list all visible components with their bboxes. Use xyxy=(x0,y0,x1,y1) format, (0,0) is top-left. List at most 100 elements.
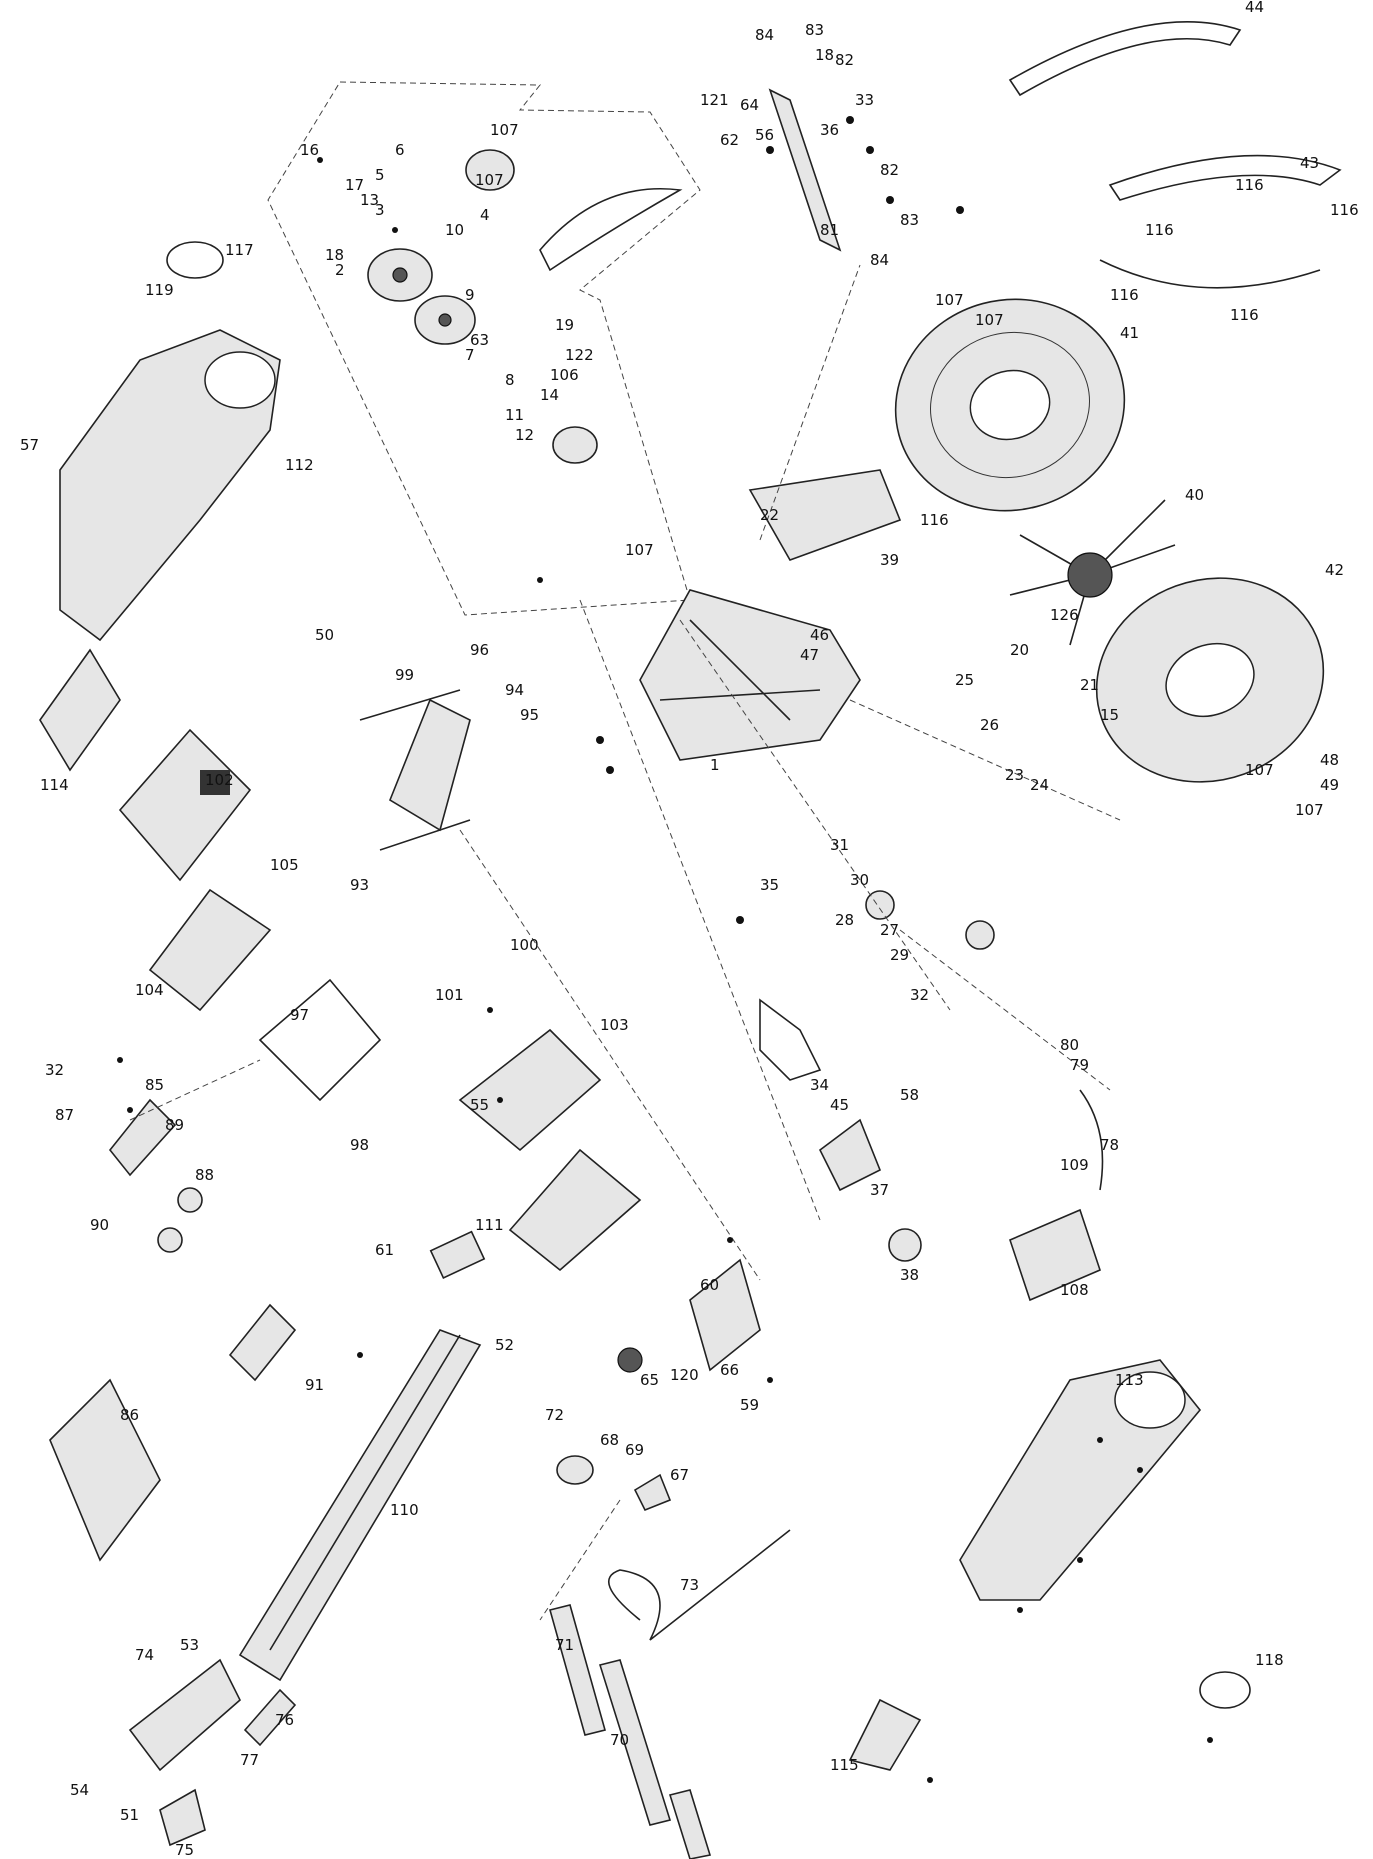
callout-110: 110 xyxy=(390,1501,419,1519)
carriage-85-bottom xyxy=(228,1303,297,1382)
fan-cage-42 xyxy=(1095,577,1325,783)
callout-117: 117 xyxy=(225,241,254,259)
callout-4: 4 xyxy=(480,206,490,224)
callout-116: 116 xyxy=(1110,286,1139,304)
side-shroud-112 xyxy=(59,329,281,642)
foot-75 xyxy=(159,1788,206,1847)
callout-84: 84 xyxy=(755,26,774,44)
callout-19: 19 xyxy=(555,316,574,334)
callout-118: 118 xyxy=(1255,1651,1284,1669)
callout-82: 82 xyxy=(835,51,854,69)
fan-40 xyxy=(1009,499,1176,646)
part-callouts: 44 43 116 116 116 116 116 41 107 107 116… xyxy=(20,0,1359,1859)
callout-126: 126 xyxy=(1050,606,1079,624)
callout-17: 17 xyxy=(345,176,364,194)
callout-35: 35 xyxy=(760,876,779,894)
callout-119: 119 xyxy=(145,281,174,299)
callout-40: 40 xyxy=(1185,486,1204,504)
callout-5: 5 xyxy=(375,166,385,184)
callout-116: 116 xyxy=(1230,306,1259,324)
side-shroud-113 xyxy=(959,1359,1202,1601)
callout-61: 61 xyxy=(375,1241,394,1259)
callout-122: 122 xyxy=(565,346,594,364)
callout-38: 38 xyxy=(900,1266,919,1284)
callout-18: 18 xyxy=(815,46,834,64)
callout-80: 80 xyxy=(1060,1036,1079,1054)
panel-102 xyxy=(118,728,252,882)
callout-87: 87 xyxy=(55,1106,74,1124)
callout-7: 7 xyxy=(465,346,475,364)
callout-113: 113 xyxy=(1115,1371,1144,1389)
cover-114 xyxy=(39,648,121,772)
callout-66: 66 xyxy=(720,1361,739,1379)
idler-27 xyxy=(865,890,995,950)
callout-39: 39 xyxy=(880,551,899,569)
callout-46: 46 xyxy=(810,626,829,644)
bracket-34 xyxy=(759,998,822,1081)
callout-41: 41 xyxy=(1120,324,1139,342)
callout-76: 76 xyxy=(275,1711,294,1729)
callout-44: 44 xyxy=(1245,0,1264,16)
callout-65: 65 xyxy=(640,1371,659,1389)
callout-83: 83 xyxy=(805,21,824,39)
pulley-9 xyxy=(367,248,433,302)
arm-78 xyxy=(1079,1089,1104,1191)
callout-79: 79 xyxy=(1070,1056,1089,1074)
callout-85: 85 xyxy=(145,1076,164,1094)
fan-cage-41 xyxy=(894,298,1126,512)
callout-29: 29 xyxy=(890,946,909,964)
callout-8: 8 xyxy=(505,371,515,389)
callout-22: 22 xyxy=(760,506,779,524)
tube-71-bottom xyxy=(668,1789,712,1859)
callout-70: 70 xyxy=(610,1731,629,1749)
callout-2: 2 xyxy=(335,261,345,279)
callout-120: 120 xyxy=(670,1366,699,1384)
wheel-88 xyxy=(157,1187,203,1253)
callout-112: 112 xyxy=(285,456,314,474)
callout-25: 25 xyxy=(955,671,974,689)
callout-36: 36 xyxy=(820,121,839,139)
callout-116: 116 xyxy=(1145,221,1174,239)
callout-83: 83 xyxy=(900,211,919,229)
callout-32: 32 xyxy=(910,986,929,1004)
carriage-85-top xyxy=(108,1098,177,1177)
callout-86: 86 xyxy=(120,1406,139,1424)
callout-84: 84 xyxy=(870,251,889,269)
callout-95: 95 xyxy=(520,706,539,724)
fasteners xyxy=(117,116,1213,1783)
callout-58: 58 xyxy=(900,1086,919,1104)
seat-86 xyxy=(49,1378,161,1562)
callout-94: 94 xyxy=(505,681,524,699)
callout-90: 90 xyxy=(90,1216,109,1234)
callout-107: 107 xyxy=(475,171,504,189)
cap-67 xyxy=(633,1473,672,1512)
pulley-107-top xyxy=(465,149,515,191)
roller-38 xyxy=(888,1228,922,1262)
callout-57: 57 xyxy=(20,436,39,454)
callout-20: 20 xyxy=(1010,641,1029,659)
callout-47: 47 xyxy=(800,646,819,664)
callout-3: 3 xyxy=(375,201,385,219)
callout-52: 52 xyxy=(495,1336,514,1354)
callout-32: 32 xyxy=(45,1061,64,1079)
grip-104-left xyxy=(148,888,272,1012)
callout-43: 43 xyxy=(1300,154,1319,172)
callout-48: 48 xyxy=(1320,751,1339,769)
callout-103: 103 xyxy=(600,1016,629,1034)
callout-14: 14 xyxy=(540,386,559,404)
callout-107: 107 xyxy=(975,311,1004,329)
callout-11: 11 xyxy=(505,406,524,424)
cover-115 xyxy=(848,1698,922,1771)
callout-104: 104 xyxy=(135,981,164,999)
callout-99: 99 xyxy=(395,666,414,684)
callout-116: 116 xyxy=(1235,176,1264,194)
drive-assembly-enclosure xyxy=(267,81,701,616)
callout-15: 15 xyxy=(1100,706,1119,724)
callout-23: 23 xyxy=(1005,766,1024,784)
callout-21: 21 xyxy=(1080,676,1099,694)
callout-18: 18 xyxy=(325,246,344,264)
end-cap-76 xyxy=(243,1688,297,1747)
callout-96: 96 xyxy=(470,641,489,659)
callout-24: 24 xyxy=(1030,776,1049,794)
main-frame-1 xyxy=(639,589,861,761)
